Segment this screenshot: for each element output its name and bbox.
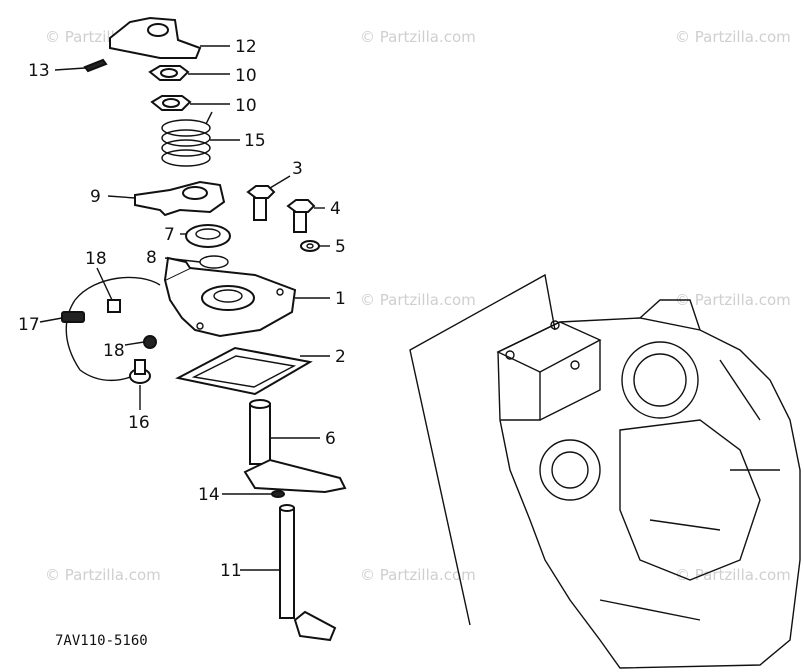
part-12-lever <box>109 16 202 59</box>
assembly-leader-lines <box>409 273 556 626</box>
watermark-6: © Partzilla.com <box>45 566 161 584</box>
part-16-bolt <box>129 359 151 384</box>
part-9-arm <box>134 180 226 217</box>
part-10-nut-lower <box>150 95 192 111</box>
part-10-nut-upper <box>148 65 190 81</box>
part-4-bolt <box>286 199 316 233</box>
callout-10-lower: 10 <box>235 96 257 116</box>
callout-12: 12 <box>235 37 257 57</box>
callout-3: 3 <box>292 159 303 179</box>
watermark-8: © Partzilla.com <box>675 566 791 584</box>
callout-9: 9 <box>90 187 101 207</box>
part-3-bolt <box>246 185 276 221</box>
callout-17: 17 <box>18 315 40 335</box>
callout-11: 11 <box>220 561 242 581</box>
callout-8: 8 <box>146 248 157 268</box>
watermark-5: © Partzilla.com <box>675 291 791 309</box>
watermark-4: © Partzilla.com <box>360 291 476 309</box>
watermark-3: © Partzilla.com <box>675 28 791 46</box>
watermarks: © Partzilla.com © Partzilla.com © Partzi… <box>45 28 791 584</box>
part-14-clip <box>271 490 285 498</box>
part-8-o-ring <box>199 255 229 269</box>
callout-leaders <box>39 45 330 571</box>
callout-4: 4 <box>330 199 341 219</box>
callout-18-lower: 18 <box>103 341 125 361</box>
callout-labels: 12 13 10 10 15 3 9 4 7 8 5 18 1 17 18 2 … <box>18 37 346 581</box>
part-15-spring <box>161 111 213 167</box>
callout-10-upper: 10 <box>235 66 257 86</box>
callout-7: 7 <box>164 225 175 245</box>
callout-2: 2 <box>335 347 346 367</box>
part-6-shaft <box>243 399 347 494</box>
callout-15: 15 <box>244 131 266 151</box>
part-1-housing <box>163 256 297 338</box>
watermark-2: © Partzilla.com <box>360 28 476 46</box>
part-2-gasket <box>175 346 313 396</box>
callout-6: 6 <box>325 429 336 449</box>
part-11-long-shaft <box>279 504 337 642</box>
callout-16: 16 <box>128 413 150 433</box>
callout-13: 13 <box>28 61 50 81</box>
callout-5: 5 <box>335 237 346 257</box>
part-7-seal <box>185 224 231 248</box>
callout-1: 1 <box>335 289 346 309</box>
watermark-7: © Partzilla.com <box>360 566 476 584</box>
part-5-washer <box>300 240 320 252</box>
engine-case-illustration <box>496 299 801 669</box>
callout-14: 14 <box>198 485 220 505</box>
part-13-pin <box>83 58 108 73</box>
diagram-code: 7AV110-5160 <box>55 633 148 649</box>
callout-18-upper: 18 <box>85 249 107 269</box>
